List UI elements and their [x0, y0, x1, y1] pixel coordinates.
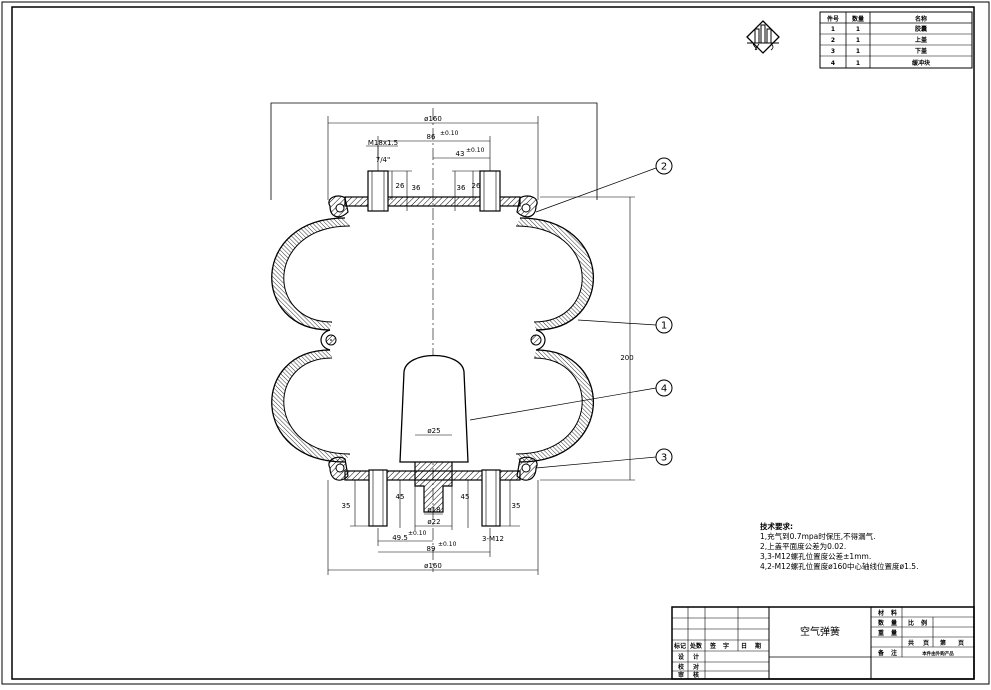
tb-right-label: 材 — [877, 609, 884, 617]
dim-86: 86 — [427, 133, 436, 141]
dim-thread-depth: 7/4" — [376, 156, 391, 164]
parts-header-no: 件号 — [827, 15, 839, 23]
top-plate — [328, 170, 538, 218]
tb-row-label: 设 — [678, 653, 684, 661]
bottom-plate — [328, 448, 538, 527]
svg-text:2: 2 — [661, 162, 667, 173]
parts-cell: 3 — [831, 48, 835, 55]
leader-lines — [469, 167, 657, 469]
view-frame — [270, 102, 598, 200]
parts-cell: 2 — [831, 37, 835, 44]
note-line: 1,充气到0.7mpa时保压,不得漏气. — [760, 532, 876, 541]
parts-cell: 1 — [856, 37, 860, 44]
tb-right-label: 量 — [891, 619, 897, 627]
dimension-lines — [327, 116, 635, 575]
parts-cell: 1 — [856, 60, 860, 67]
dim-43-tol: ±0.10 — [466, 147, 485, 154]
dim-35-right: 35 — [512, 502, 521, 510]
dim-36-left: 36 — [412, 184, 421, 192]
parts-header-name: 名称 — [915, 15, 927, 23]
dim-26-left: 26 — [396, 182, 405, 190]
dim-bottom-dia: ø160 — [424, 562, 442, 570]
tb-right-label: 共 — [908, 639, 914, 647]
parts-cell: 1 — [831, 26, 835, 33]
svg-text:3: 3 — [661, 453, 667, 464]
tb-col-label: 标记 — [673, 642, 686, 650]
callout-4: 4 — [655, 379, 673, 397]
parts-cell: 1 — [856, 26, 860, 33]
dimension-texts: ø160 86 ±0.10 43 ±0.10 M18x1.5 7/4" 26 3… — [342, 115, 634, 570]
tb-right-label: 页 — [958, 639, 964, 647]
note-line: 4,2-M12螺孔位置度ø160中心轴线位置度ø1.5. — [760, 562, 919, 571]
tb-row-label: 计 — [693, 653, 699, 661]
title-block — [671, 606, 975, 680]
tb-col-label: 字 — [723, 642, 729, 650]
parts-cell: 上盖 — [915, 36, 927, 44]
svg-text:1: 1 — [661, 321, 667, 332]
tb-right-label: 数 — [878, 619, 885, 627]
tb-right-label: 料 — [891, 609, 897, 617]
dim-buffer-dia: ø25 — [427, 427, 440, 435]
tb-remark: 本件由外购产品 — [922, 650, 954, 657]
dim-height: 200 — [620, 354, 633, 362]
dim-45-right: 45 — [461, 493, 470, 501]
tb-row-label: 校 — [678, 663, 685, 671]
tb-row-label: 对 — [693, 663, 699, 671]
dim-top-dia: ø160 — [424, 115, 442, 123]
parts-cell: 缓冲块 — [912, 59, 931, 67]
parts-table: 件号 数量 名称 1 1 胶囊 2 1 上盖 3 1 下盖 4 1 缓冲块 — [819, 11, 973, 69]
inner-border — [11, 6, 975, 680]
dim-26-right: 26 — [472, 182, 481, 190]
tb-right-label: 备 — [877, 649, 885, 657]
dim-43: 43 — [456, 150, 465, 158]
svg-text:4: 4 — [661, 384, 667, 395]
parts-header-qty: 数量 — [852, 15, 864, 23]
buffer-block — [399, 354, 469, 463]
dim-thread-top: M18x1.5 — [368, 139, 398, 147]
tb-right-label: 例 — [921, 619, 927, 627]
tb-right-label: 第 — [939, 639, 946, 647]
company-logo — [746, 20, 780, 54]
parts-cell: 胶囊 — [915, 25, 928, 33]
tb-row-label: 审 — [678, 671, 684, 679]
technical-notes: 技术要求: 1,充气到0.7mpa时保压,不得漏气. 2,上盖平面度公差为0.0… — [760, 522, 918, 572]
parts-cell: 1 — [856, 48, 860, 55]
dim-35-left: 35 — [342, 502, 351, 510]
dim-49-5-tol: ±0.10 — [408, 530, 427, 537]
callout-3: 3 — [655, 448, 673, 466]
dim-d22: ø22 — [427, 518, 440, 526]
tb-right-label: 比 — [908, 619, 914, 627]
dim-d18: ø18 — [427, 506, 440, 514]
dim-89-tol: ±0.10 — [438, 541, 457, 548]
note-line: 2,上盖平面度公差为0.02. — [760, 542, 847, 551]
callout-2: 2 — [655, 157, 673, 175]
drawing-title: 空气弹簧 — [800, 625, 840, 638]
tb-right-label: 重 — [878, 629, 884, 637]
parts-cell: 4 — [831, 60, 835, 67]
notes-title: 技术要求: — [760, 522, 793, 531]
tb-right-label: 页 — [923, 639, 929, 647]
bellows — [271, 217, 595, 463]
tb-right-label: 注 — [891, 649, 897, 657]
dim-36-right: 36 — [457, 184, 466, 192]
note-line: 3,3-M12螺孔位置度公差±1mm. — [760, 552, 872, 561]
dim-45-left: 45 — [396, 493, 405, 501]
tb-col-label: 期 — [754, 642, 761, 650]
dim-49-5: 49.5 — [392, 534, 408, 542]
tb-col-label: 日 — [741, 643, 747, 650]
parts-cell: 下盖 — [915, 47, 927, 55]
dim-thread-bottom: 3-M12 — [482, 535, 504, 543]
title-block-text: 空气弹簧 标记 处数 签 字 日 期 设 计 校 对 审 核 材 料 重 量 比… — [673, 609, 964, 679]
tb-row-label: 核 — [693, 671, 699, 679]
tb-right-label: 量 — [891, 629, 897, 637]
callout-1: 1 — [655, 316, 673, 334]
tb-col-label: 签 — [709, 642, 717, 650]
dim-89: 89 — [427, 545, 436, 553]
dim-86-tol: ±0.10 — [440, 130, 459, 137]
tb-col-label: 处数 — [689, 642, 703, 650]
